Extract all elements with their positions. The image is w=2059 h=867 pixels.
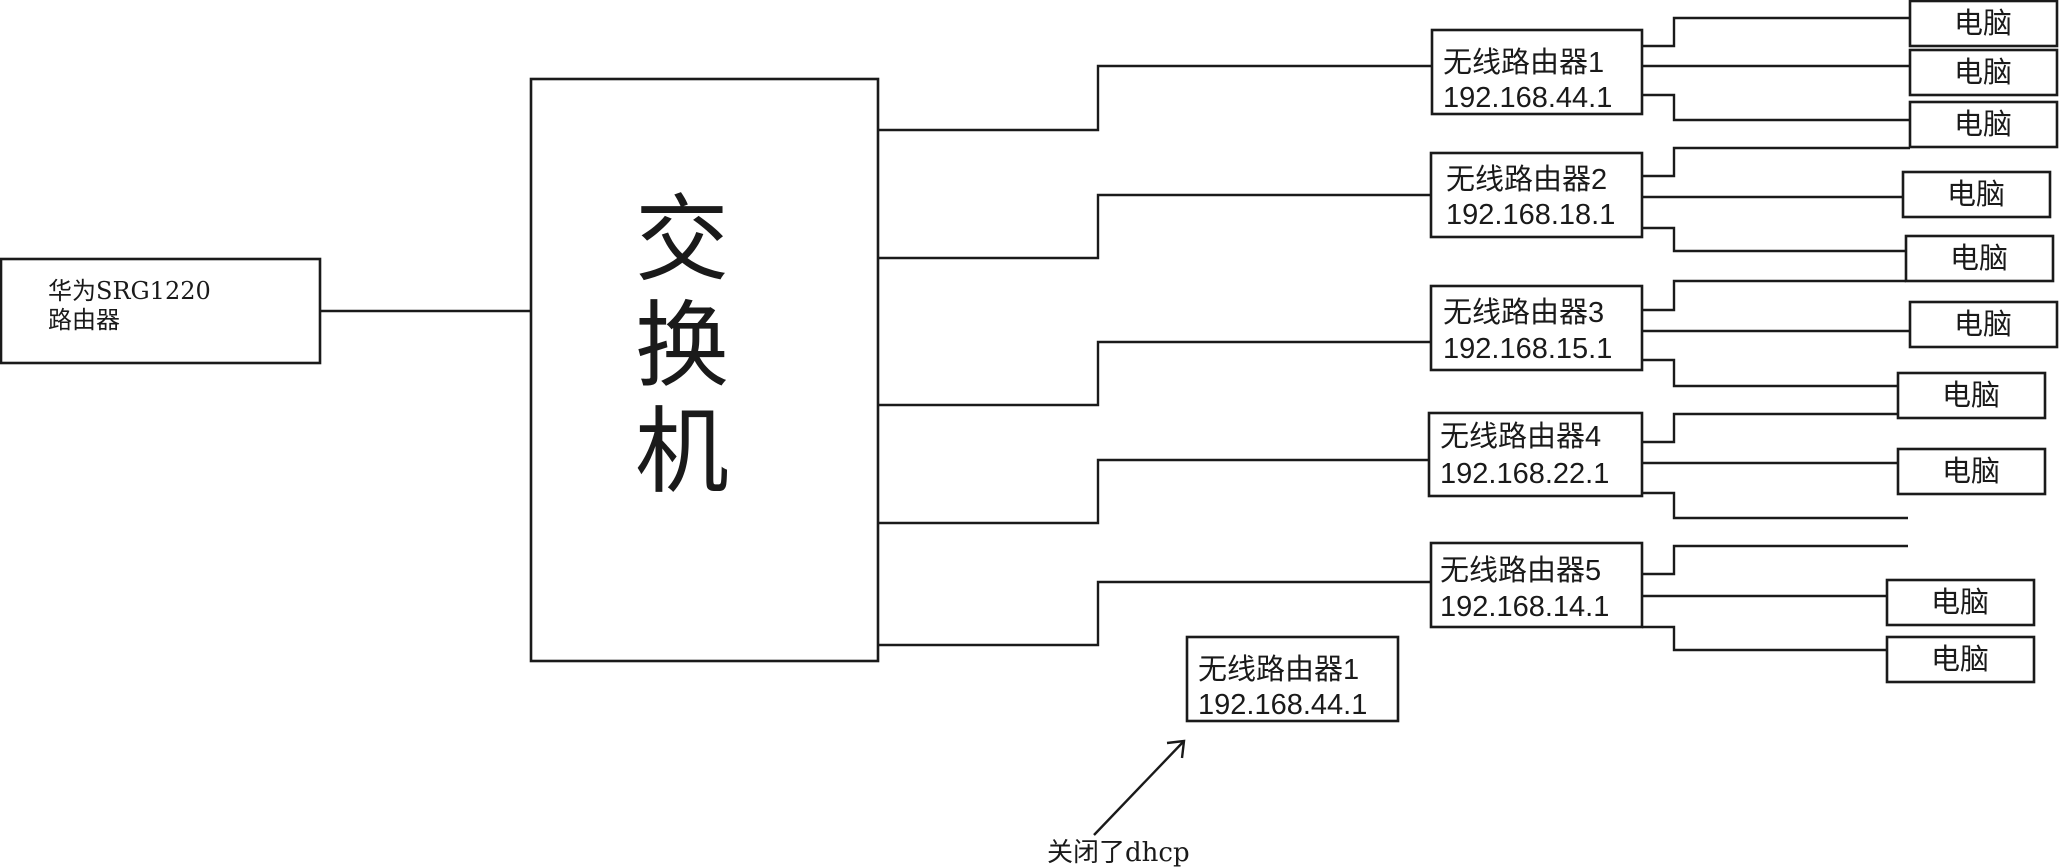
pc-8: 电脑 [1896, 447, 2047, 496]
link-switch-router-3 [878, 340, 1431, 407]
main-router-type: 路由器 [48, 306, 120, 334]
pc-9-label: 电脑 [1931, 586, 1989, 619]
router-2-ip: 192.168.18.1 [1446, 199, 1615, 231]
switch-box [529, 77, 880, 663]
router-3-ip: 192.168.15.1 [1443, 333, 1612, 365]
link-switch-router-4 [878, 458, 1429, 525]
router-1-ip: 192.168.44.1 [1443, 82, 1612, 114]
pc-5-box [1904, 234, 2055, 283]
router-5-name: 无线路由器5 [1440, 554, 1601, 587]
switch-label-char-3: 机 [635, 398, 729, 507]
router-3-box [1429, 284, 1644, 372]
pc-5-label: 电脑 [1950, 242, 2008, 275]
router-5-ip: 192.168.14.1 [1440, 591, 1609, 623]
pc-2: 电脑 [1908, 48, 2059, 97]
extra-router-box [1185, 635, 1400, 723]
pc-1: 电脑 [1908, 0, 2059, 48]
annotation-arrow [1093, 739, 1186, 836]
pc-10-box [1885, 635, 2036, 684]
pc-2-box [1908, 48, 2059, 97]
link-router-2-pc-2 [1642, 226, 1906, 253]
pc-4-box [1901, 170, 2052, 219]
pc-10-label: 电脑 [1931, 643, 1989, 676]
annotation-label: 关闭了dhcp [1047, 838, 1190, 867]
pc-7-box [1896, 371, 2047, 420]
arrow-shaft [1093, 740, 1185, 836]
link-router-5-line-1 [1642, 544, 1908, 576]
pc-9: 电脑 [1885, 578, 2036, 627]
router-2-box [1429, 151, 1644, 239]
main-router-node: 华为SRG1220 路由器 [0, 257, 322, 365]
router-4-ip: 192.168.22.1 [1440, 458, 1609, 490]
router-2-name: 无线路由器2 [1446, 163, 1607, 196]
wireless-router-3: 无线路由器3 192.168.15.1 [1429, 284, 1644, 372]
wireless-router-5: 无线路由器5 192.168.14.1 [1429, 541, 1644, 629]
router-1-box [1430, 28, 1644, 116]
pc-7-label: 电脑 [1942, 379, 2000, 412]
pc-5: 电脑 [1904, 234, 2055, 283]
router-4-name: 无线路由器4 [1440, 420, 1601, 453]
arrow-head [1166, 739, 1186, 759]
pc-3-label: 电脑 [1954, 108, 2012, 141]
pc-9-box [1885, 578, 2036, 627]
pc-4-label: 电脑 [1947, 178, 2005, 211]
switch-label-char-2: 换 [635, 292, 729, 401]
pc-3-box [1908, 100, 2059, 149]
main-router-model: 华为SRG1220 [48, 277, 211, 305]
router-1-name: 无线路由器1 [1443, 46, 1604, 79]
extra-router-node: 无线路由器1 192.168.44.1 [1185, 635, 1400, 723]
wireless-router-2: 无线路由器2 192.168.18.1 [1429, 151, 1644, 239]
link-switch-router-1 [878, 64, 1432, 132]
pc-7: 电脑 [1896, 371, 2047, 420]
switch-node: 交 换 机 [529, 77, 880, 663]
link-switch-router-2 [878, 193, 1431, 260]
pc-8-box [1896, 447, 2047, 496]
switch-label-char-1: 交 [635, 186, 729, 295]
pc-6-box [1908, 300, 2059, 349]
extra-router-ip: 192.168.44.1 [1198, 689, 1367, 721]
link-router-4-line-3 [1642, 491, 1908, 520]
pc-6-label: 电脑 [1954, 308, 2012, 341]
link-router-5-pc-2 [1642, 625, 1887, 652]
wireless-router-1: 无线路由器1 192.168.44.1 [1430, 28, 1644, 116]
pc-1-box [1908, 0, 2059, 48]
pc-10: 电脑 [1885, 635, 2036, 684]
pc-4: 电脑 [1901, 170, 2052, 219]
pc-1-label: 电脑 [1954, 7, 2012, 40]
router-3-name: 无线路由器3 [1443, 296, 1604, 329]
main-router-box [0, 257, 322, 365]
link-router-2-line-1 [1642, 146, 1910, 178]
link-router-3-line-1 [1642, 279, 1906, 312]
link-router-4-line-1 [1642, 412, 1908, 444]
wireless-router-4: 无线路由器4 192.168.22.1 [1427, 411, 1644, 498]
link-switch-router-5 [878, 580, 1431, 647]
link-router-1-pc-3 [1642, 93, 1910, 122]
pc-2-label: 电脑 [1954, 56, 2012, 89]
router-5-box [1429, 541, 1644, 629]
extra-router-name: 无线路由器1 [1198, 653, 1359, 686]
pc-8-label: 电脑 [1942, 455, 2000, 488]
link-router-1-pc-1 [1642, 16, 1910, 48]
pc-3: 电脑 [1908, 100, 2059, 149]
pc-6: 电脑 [1908, 300, 2059, 349]
router-4-box [1427, 411, 1644, 498]
link-router-3-pc-2 [1642, 358, 1898, 388]
